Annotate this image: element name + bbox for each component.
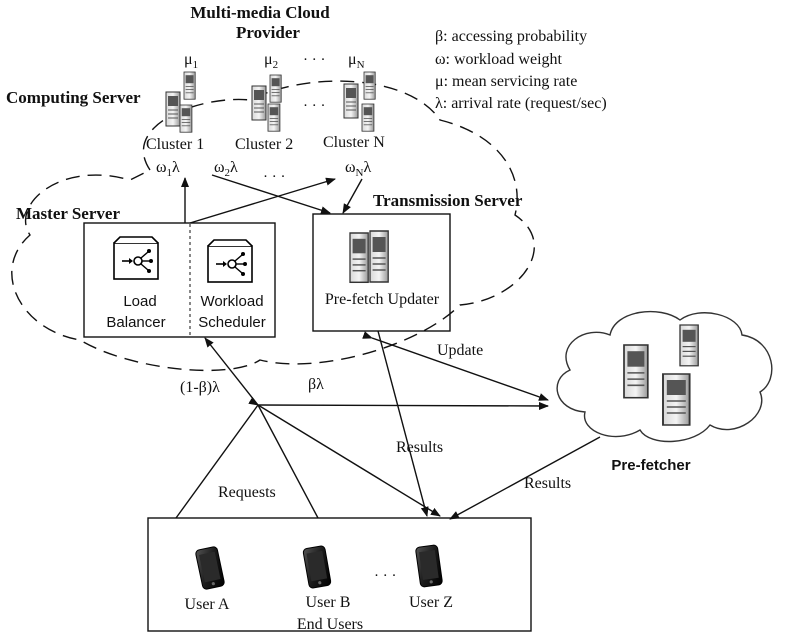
mu-label-1: μ1 [184,51,198,71]
transmission-server-label: Transmission Server [373,191,523,210]
transmission-servers-icon [349,230,389,284]
cluster-1-label: Cluster 1 [146,136,204,153]
master-server-label: Master Server [16,204,120,223]
transmission-server-box [312,213,451,332]
mu-label-2: μ2 [264,51,278,71]
user-a-phone-icon [194,545,226,591]
mu-ellipsis: · · · [303,52,326,68]
mu-label-n: μN [348,51,365,71]
response-arrow-to-users [248,396,441,517]
legend-item-omega: ω: workload weight [435,51,563,68]
requests-label: Requests [218,484,276,501]
load-balancer-label-1: Load [123,293,156,310]
cluster-2-servers-icon [251,74,282,132]
legend-item-beta: β: accessing probability [435,28,587,45]
omega-ellipsis: · · · [263,169,286,185]
request-line-left [175,404,259,519]
request-line-right [257,404,319,519]
workload-scheduler-icon [207,239,253,283]
workload-scheduler-label-1: Workload [200,293,263,310]
prefetcher-label: Pre-fetcher [611,457,690,474]
provider-cloud-outline [11,80,535,372]
cluster-1-servers-icon [165,71,196,133]
results-arrow-from-prefetcher [449,436,601,520]
beta-lambda-label: βλ [308,376,324,393]
arrow-cluster-2-to-transmission [211,174,331,215]
omega-2-label: ω2λ [214,159,238,179]
update-label: Update [437,342,483,359]
results-label-2: Results [524,475,571,492]
workload-scheduler-label-2: Scheduler [198,314,266,331]
user-b-label: User B [306,594,351,611]
arrow-to-cluster-n [189,177,336,224]
cluster-n-label: Cluster N [323,134,385,151]
load-balancer-label-2: Balancer [106,314,165,331]
cluster-2-label: Cluster 2 [235,136,293,153]
legend-item-lambda: λ: arrival rate (request/sec) [435,95,607,112]
arrow-cluster-n-to-transmission [342,178,363,214]
cluster-ellipsis: · · · [303,98,326,114]
users-ellipsis: · · · [374,568,397,584]
results-label-1: Results [396,439,443,456]
omega-n-label: ωNλ [345,159,371,179]
end-users-box [147,517,532,632]
user-z-phone-icon [414,544,444,588]
title-line2: Provider [236,23,300,42]
end-users-label: End Users [297,616,363,633]
prefetch-updater-label: Pre-fetch Updater [325,291,440,308]
omega-1-label: ω1λ [156,159,180,179]
title-line1: Multi-media Cloud [190,3,330,22]
results-arrow-from-transmission [377,330,429,517]
user-a-label: User A [185,596,230,613]
update-arrow [362,331,549,401]
legend-item-mu: μ: mean servicing rate [435,73,577,90]
arrow-to-prefetcher [257,401,549,410]
load-balancer-icon [113,236,159,280]
user-z-label: User Z [409,594,453,611]
one-minus-beta-label: (1-β)λ [180,379,220,396]
user-b-phone-icon [302,544,332,590]
computing-server-label: Computing Server [6,88,141,107]
arrow-to-load-balancer [204,337,259,406]
master-server-box [83,222,276,338]
